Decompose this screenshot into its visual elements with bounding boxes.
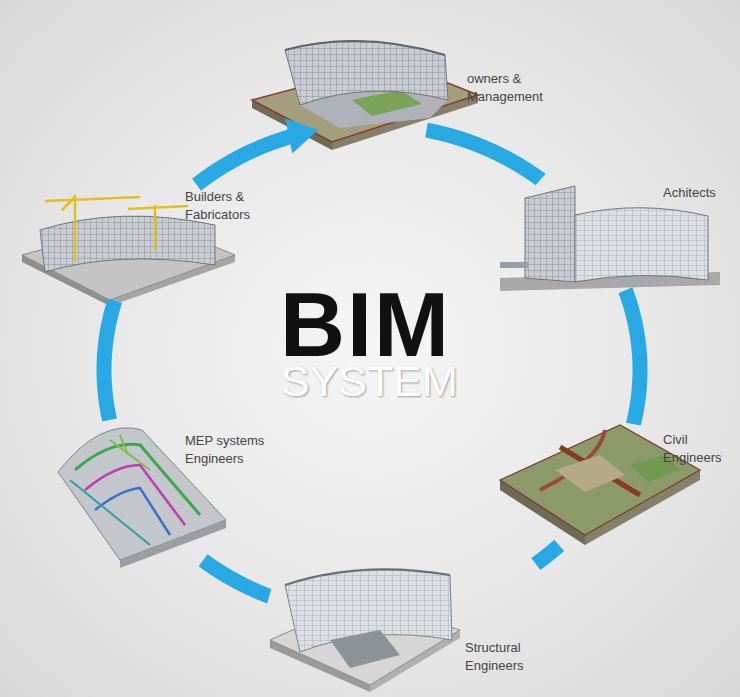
stakeholder-node: Builders & Fabricators: [20, 185, 265, 300]
architects-building: [500, 186, 720, 291]
owners-building: [252, 41, 478, 150]
ring-segment: [104, 301, 115, 420]
ring-segment: [203, 560, 269, 596]
center-subtitle: SYSTEM: [281, 360, 458, 403]
stakeholder-label: Achitects: [663, 184, 733, 202]
stakeholder-label: Structural Engineers: [465, 639, 540, 675]
stakeholder-node: MEP systems Engineers: [50, 420, 280, 560]
center-title: BIM: [280, 280, 451, 370]
ring-segment: [625, 290, 640, 424]
cycle-arrow: [203, 560, 269, 596]
cycle-arrow: [197, 118, 319, 184]
cycle-arrow: [104, 301, 115, 420]
structural-building: [270, 569, 460, 692]
stakeholder-node: owners & Management: [250, 38, 565, 130]
stakeholder-label: owners & Management: [467, 70, 562, 106]
cycle-arrow: [536, 545, 559, 564]
arrow-head: [285, 118, 318, 153]
stakeholder-label: Civil Engineers: [663, 431, 733, 467]
mep-model: [58, 428, 226, 568]
stakeholder-node: Civil Engineers: [500, 425, 730, 545]
cycle-arrow: [625, 290, 640, 424]
stakeholder-label: Builders & Fabricators: [185, 188, 267, 224]
cycle-arrow: [427, 130, 541, 180]
ring-segment: [536, 545, 559, 564]
stakeholder-label: MEP systems Engineers: [185, 432, 280, 468]
ring-segment: [427, 130, 541, 180]
stakeholder-node: Achitects: [500, 180, 725, 290]
ring-segment: [197, 135, 298, 185]
stakeholder-node: Structural Engineers: [270, 555, 535, 690]
